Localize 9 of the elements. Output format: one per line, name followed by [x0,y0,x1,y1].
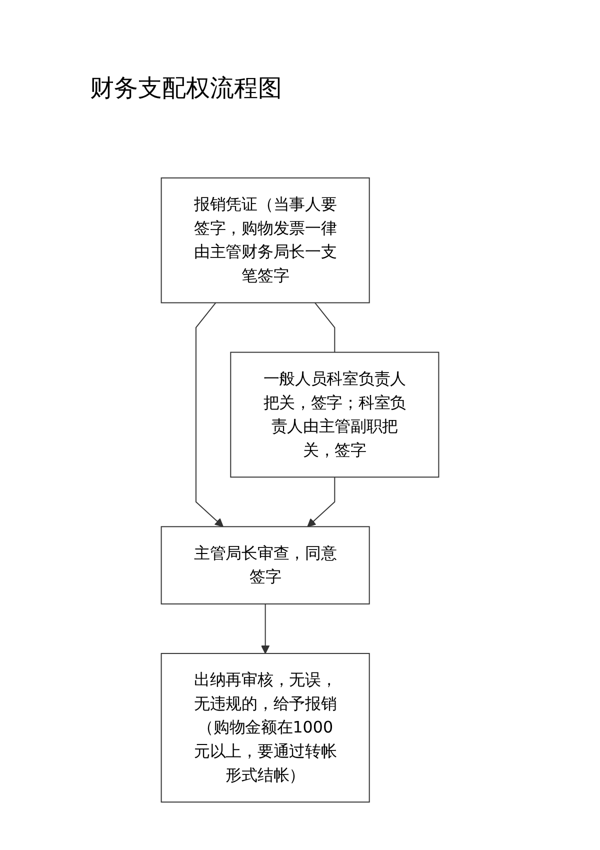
node-box: 主管局长审查，同意签字 [160,526,370,604]
arrow [195,302,224,528]
connector [314,302,336,353]
node-box: 出纳再审核，无误，无违规的，给予报销（购物金额在1000元以上，要通过转帐形式结帐） [160,652,370,803]
diagram-title: 财务支配权流程图 [90,73,282,104]
arrow [260,603,270,654]
node-box: 报销凭证（当事人要签字，购物发票一律由主管财务局长一支笔签字 [160,177,370,304]
node-box: 一般人员科室负责人把关，签字；科室负责人由主管副职把关，签字 [230,352,440,478]
arrow [307,476,336,528]
